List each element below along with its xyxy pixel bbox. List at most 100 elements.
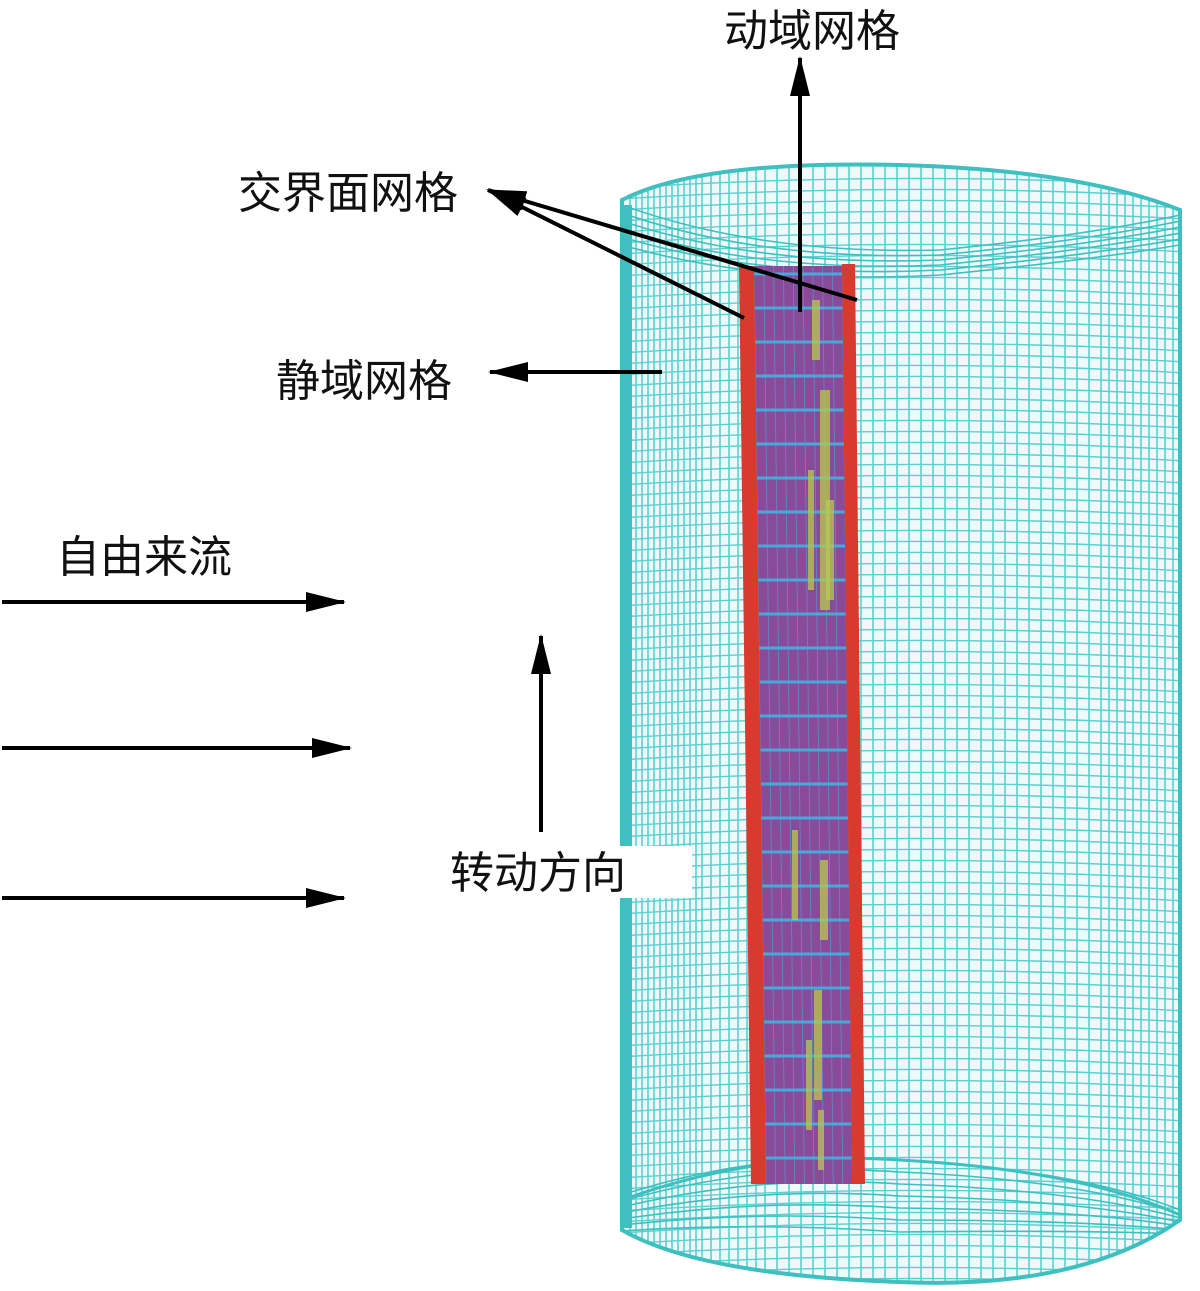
mesh-bottom-ring — [622, 1225, 1180, 1235]
mesh-horizontal-line — [622, 232, 1180, 244]
mesh-horizontal-line — [622, 441, 1180, 453]
blade-grid-column — [783, 265, 796, 1185]
moving-domain-hotspots — [792, 300, 834, 1170]
mesh-top-ring — [622, 244, 1180, 278]
mesh-bottom-ring — [622, 1192, 1180, 1223]
mesh-horizontal-line — [622, 639, 1180, 651]
mesh-horizontal-line — [622, 386, 1180, 398]
mesh-horizontal-line — [622, 837, 1180, 849]
cylinder-outline — [620, 162, 1182, 1285]
mesh-horizontal-line — [622, 947, 1180, 959]
mesh-horizontal-line — [622, 738, 1180, 750]
blade-hotspot — [818, 1110, 824, 1170]
mesh-horizontal-line — [622, 309, 1180, 321]
mesh-horizontal-line — [622, 408, 1180, 420]
mesh-top-ring — [622, 228, 1180, 268]
mesh-horizontal-line — [622, 782, 1180, 794]
mesh-horizontal-line — [622, 353, 1180, 365]
mesh-horizontal-line — [622, 320, 1180, 332]
blade-hotspot — [814, 990, 822, 1100]
cylinder-bottom-ellipse — [621, 1156, 1181, 1217]
blade-hotspot — [812, 300, 820, 360]
mesh-horizontal-line — [622, 298, 1180, 310]
interface-label: 交界面网格 — [238, 168, 458, 219]
mesh-horizontal-line — [622, 1233, 1180, 1245]
mesh-horizontal-line — [622, 870, 1180, 882]
mesh-horizontal-line — [622, 1035, 1180, 1047]
mesh-horizontal-line — [622, 188, 1180, 200]
moving-domain-label: 动域网格 — [724, 6, 900, 57]
mesh-horizontal-line — [622, 617, 1180, 629]
mesh-horizontal-line — [622, 958, 1180, 970]
blade-hotspot — [820, 390, 830, 610]
mesh-horizontal-line — [622, 1046, 1180, 1058]
mesh-horizontal-line — [622, 1156, 1180, 1168]
mesh-horizontal-line — [622, 771, 1180, 783]
mesh-horizontal-line — [622, 1112, 1180, 1124]
mesh-horizontal-line — [622, 925, 1180, 937]
mesh-horizontal-line — [622, 991, 1180, 1003]
mesh-horizontal-line — [622, 1057, 1180, 1069]
interface-strip-right — [842, 264, 865, 1184]
interface-arrow-left — [486, 188, 745, 320]
mesh-horizontal-line — [622, 914, 1180, 926]
mesh-top-ring — [622, 204, 1180, 252]
mesh-horizontal-line — [622, 496, 1180, 508]
blade-hotspot — [808, 470, 814, 590]
mesh-horizontal-line — [622, 815, 1180, 827]
mesh-horizontal-line — [622, 705, 1180, 717]
labels: 动域网格 交界面网格 静域网格 自由来流 转动方向 — [56, 6, 900, 899]
mesh-horizontal-line — [622, 529, 1180, 541]
interface-arrow-right — [486, 188, 858, 302]
mesh-horizontal-line — [622, 199, 1180, 211]
blade-hotspot — [826, 500, 834, 600]
mesh-horizontal-line — [622, 1134, 1180, 1146]
mesh-horizontal-line — [622, 881, 1180, 893]
mesh-horizontal-line — [622, 749, 1180, 761]
mesh-bottom-ring — [622, 1180, 1180, 1219]
mesh-horizontal-line — [622, 1222, 1180, 1234]
mesh-horizontal-line — [622, 485, 1180, 497]
rotation-label-backdrop — [448, 846, 692, 898]
static-domain-mesh — [620, 162, 1182, 1285]
mesh-horizontal-line — [622, 507, 1180, 519]
mesh-horizontal-line — [622, 683, 1180, 695]
mesh-horizontal-line — [622, 243, 1180, 255]
blade-grid-column — [792, 265, 805, 1185]
mesh-horizontal-line — [622, 595, 1180, 607]
free-stream-label: 自由来流 — [56, 532, 232, 583]
mesh-horizontal-line — [622, 397, 1180, 409]
blade-hotspot — [820, 860, 828, 940]
mesh-horizontal-line — [622, 1024, 1180, 1036]
mesh-horizontal-line — [622, 903, 1180, 915]
mesh-horizontal-line — [622, 936, 1180, 948]
interface-strip-left — [739, 266, 766, 1184]
mesh-horizontal-line — [622, 551, 1180, 563]
mesh-top-ring — [622, 212, 1180, 257]
mesh-horizontal-line — [622, 760, 1180, 772]
mesh-horizontal-line — [622, 375, 1180, 387]
mesh-horizontal-line — [622, 573, 1180, 585]
mesh-horizontal-line — [622, 727, 1180, 739]
mesh-horizontal-line — [622, 1244, 1180, 1256]
mesh-horizontal-line — [622, 694, 1180, 706]
mesh-horizontal-line — [622, 980, 1180, 992]
mesh-bottom-ring — [622, 1215, 1180, 1231]
mesh-horizontal-line — [622, 562, 1180, 574]
mesh-horizontal-line — [622, 1145, 1180, 1157]
blade-hotspot — [792, 830, 798, 920]
rotation-direction-label: 转动方向 — [450, 848, 626, 899]
interface-mesh — [739, 264, 865, 1184]
mesh-horizontal-line — [622, 452, 1180, 464]
blade-hotspot — [806, 1040, 812, 1130]
mesh-horizontal-line — [622, 848, 1180, 860]
mesh-horizontal-line — [622, 1123, 1180, 1135]
mesh-horizontal-line — [622, 331, 1180, 343]
mesh-horizontal-line — [622, 969, 1180, 981]
mesh-horizontal-line — [622, 1101, 1180, 1113]
mesh-horizontal-line — [622, 210, 1180, 222]
blade-grid-column — [802, 265, 815, 1185]
mesh-horizontal-line — [622, 474, 1180, 486]
mesh-horizontal-line — [622, 518, 1180, 530]
